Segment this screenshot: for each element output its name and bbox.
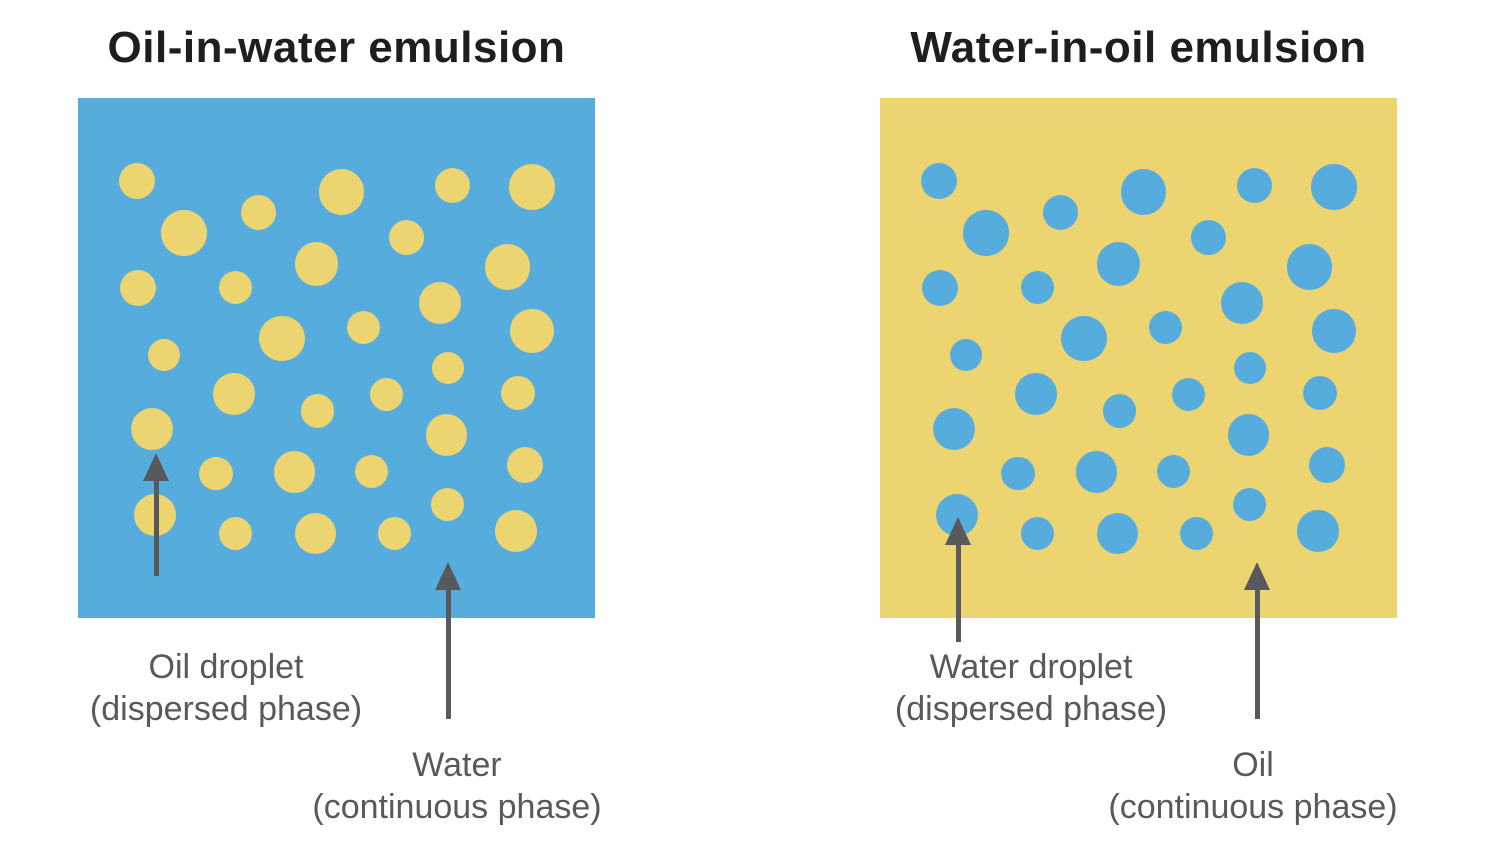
water-continuous-arrow — [435, 562, 461, 719]
oil-droplet — [370, 378, 404, 412]
label-line: (dispersed phase) — [89, 690, 363, 728]
oil-droplet — [273, 451, 316, 493]
panel-title-oil-in-water: Oil-in-water emulsion — [107, 23, 566, 72]
oil-continuous-label: Oil (continuous phase) — [1108, 744, 1397, 828]
oil-droplet — [318, 169, 365, 215]
arrow-head-icon — [143, 453, 169, 481]
water-droplet — [1157, 455, 1191, 489]
water-droplet — [1237, 168, 1273, 204]
oil-droplet — [506, 447, 543, 484]
oil-droplet — [425, 414, 468, 456]
water-droplet — [932, 408, 976, 451]
label-line: Water — [412, 746, 502, 784]
oil-droplet — [431, 351, 464, 384]
water-droplet — [1075, 451, 1118, 493]
water-droplet — [1120, 169, 1167, 215]
water-continuous-label: Water (continuous phase) — [312, 744, 601, 828]
label-line: (continuous phase) — [1108, 788, 1398, 826]
water-droplet — [921, 269, 959, 306]
label-line: (dispersed phase) — [894, 690, 1168, 728]
water-droplet — [1312, 309, 1356, 353]
water-droplet — [1148, 311, 1182, 345]
water-droplet — [1302, 375, 1337, 410]
oil-droplet — [130, 408, 174, 451]
oil-droplet — [389, 220, 425, 256]
oil-droplet — [346, 311, 380, 345]
oil-droplet-label: Oil droplet (dispersed phase) — [90, 646, 362, 730]
arrow-shaft — [1254, 589, 1260, 719]
oil-droplet — [294, 512, 336, 554]
water-droplet-arrow — [945, 517, 971, 642]
oil-continuous-arrow — [1244, 562, 1270, 719]
label-line: Oil droplet — [148, 648, 304, 686]
label-line: (continuous phase) — [312, 788, 602, 826]
water-droplet — [1172, 378, 1206, 412]
water-droplet — [1020, 517, 1054, 551]
oil-droplet — [300, 394, 334, 428]
oil-droplet — [377, 517, 411, 551]
water-droplet — [1179, 517, 1213, 551]
water-droplet — [1020, 271, 1054, 305]
arrow-shaft — [153, 480, 159, 576]
water-droplet — [1042, 195, 1078, 231]
water-droplet — [1221, 282, 1263, 324]
water-droplet — [1096, 242, 1141, 286]
water-droplet — [1015, 373, 1057, 415]
oil-in-water-diagram — [78, 98, 595, 618]
arrow-shaft — [445, 589, 451, 719]
oil-droplet — [161, 210, 207, 256]
panel-title-water-in-oil: Water-in-oil emulsion — [910, 23, 1367, 72]
oil-droplet — [510, 309, 554, 353]
oil-droplet — [119, 269, 157, 306]
oil-droplet — [240, 195, 276, 231]
oil-droplet-arrow — [143, 453, 169, 576]
oil-droplet — [419, 282, 461, 324]
water-droplet — [1286, 244, 1333, 290]
water-droplet — [1102, 394, 1136, 428]
label-line: Oil — [1232, 746, 1274, 784]
water-droplet — [963, 210, 1009, 256]
oil-droplet — [431, 487, 465, 521]
oil-droplet — [294, 242, 339, 286]
water-droplet — [1233, 487, 1267, 521]
water-droplet-label: Water droplet (dispersed phase) — [895, 646, 1167, 730]
oil-droplet — [148, 338, 181, 371]
arrow-head-icon — [435, 562, 461, 590]
oil-droplet — [509, 164, 555, 210]
arrow-shaft — [955, 544, 961, 642]
oil-droplet — [435, 168, 471, 204]
water-droplet — [1297, 510, 1339, 552]
arrow-head-icon — [1244, 562, 1270, 590]
oil-droplet — [213, 373, 255, 415]
water-droplet — [1227, 414, 1270, 456]
oil-droplet — [355, 455, 389, 489]
oil-droplet — [199, 457, 233, 491]
arrow-head-icon — [945, 517, 971, 545]
label-line: Water droplet — [929, 648, 1133, 686]
oil-droplet — [500, 375, 535, 410]
water-droplet — [920, 163, 958, 200]
water-droplet — [1096, 512, 1138, 554]
water-droplet — [1001, 457, 1035, 491]
oil-droplet — [484, 244, 531, 290]
water-droplet — [1191, 220, 1227, 256]
water-droplet — [1061, 316, 1107, 362]
oil-droplet — [495, 510, 537, 552]
oil-droplet — [218, 271, 252, 305]
water-droplet — [1308, 447, 1345, 484]
water-droplet — [1311, 164, 1357, 210]
water-droplet — [1233, 351, 1266, 384]
oil-droplet — [259, 316, 305, 362]
oil-droplet — [118, 163, 156, 200]
water-droplet — [950, 338, 983, 371]
oil-droplet — [218, 517, 252, 551]
